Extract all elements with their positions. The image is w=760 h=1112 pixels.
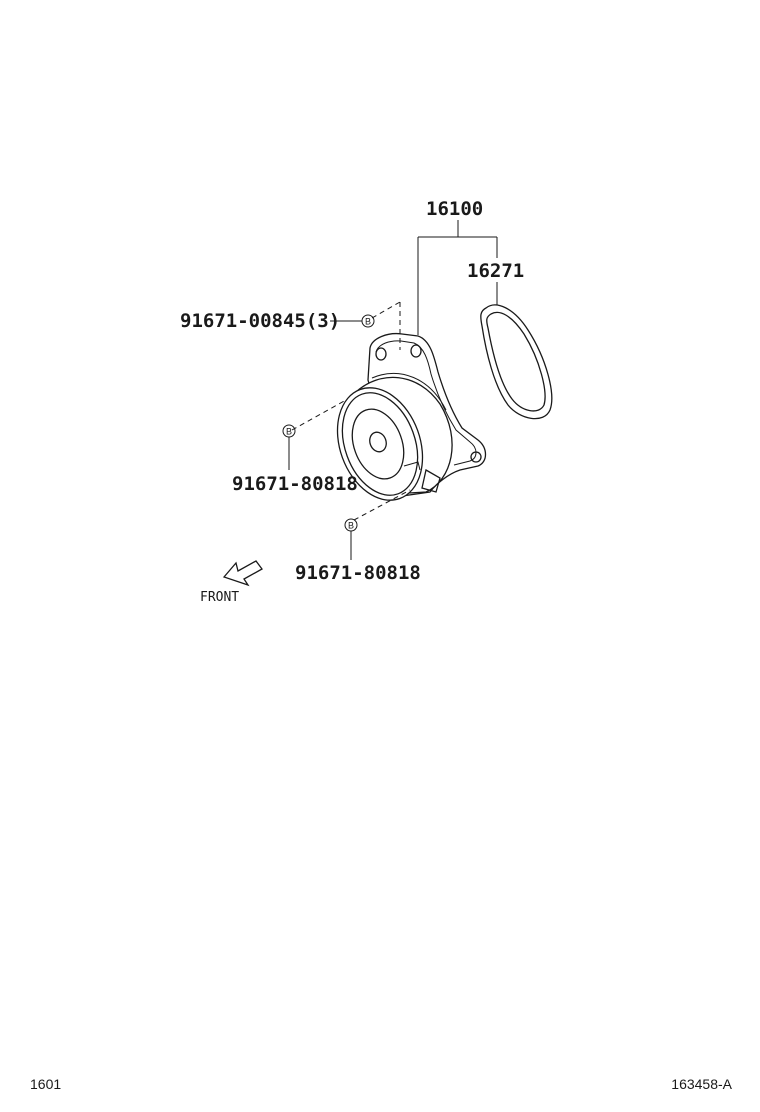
leader-16100 — [417, 220, 498, 335]
bolt-flange-callout: B — [330, 314, 375, 328]
bolt-bottom-callout: B — [344, 518, 358, 560]
part-number-bolt-flange: 91671-00845(3) — [180, 310, 340, 332]
part-number-gasket: 16271 — [467, 260, 524, 282]
bolt-left-callout: B — [282, 424, 296, 470]
arrow-icon — [222, 560, 263, 587]
bolt-guides — [291, 301, 411, 521]
water-pump-drawing — [336, 332, 487, 501]
bolt-left-marker: B — [286, 427, 292, 437]
figure-code: 163458-A — [671, 1076, 732, 1092]
part-number-water-pump: 16100 — [426, 198, 483, 220]
bolt-flange-marker: B — [365, 317, 371, 327]
part-number-bolt-bottom: 91671-80818 — [295, 562, 421, 584]
bolt-bottom-marker: B — [348, 521, 354, 531]
front-direction-label: FRONT — [200, 590, 239, 605]
part-number-bolt-left: 91671-80818 — [232, 473, 358, 495]
gasket-drawing — [480, 304, 553, 420]
page-code: 1601 — [30, 1076, 61, 1092]
